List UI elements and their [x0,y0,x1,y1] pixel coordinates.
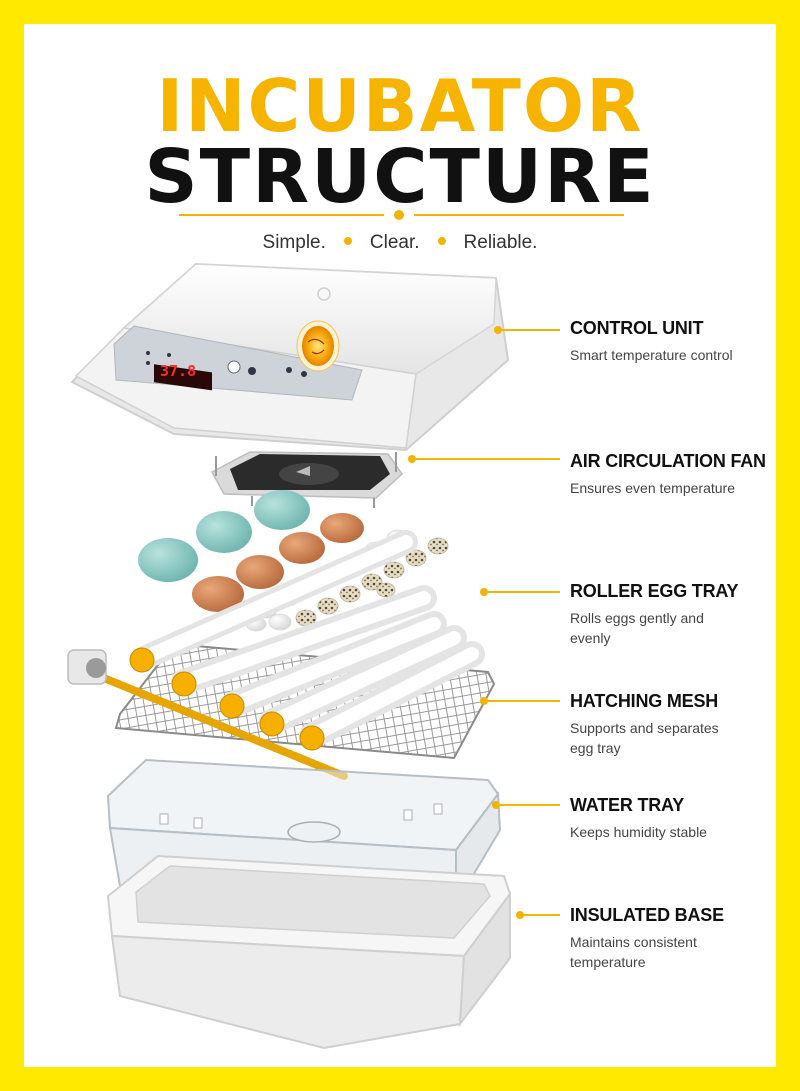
callout-description: Ensures even temperature [570,480,735,496]
display-digits: 37.8 [160,362,196,380]
callout-dot [494,326,502,334]
callout-heading: CONTROL UNIT [570,318,704,338]
callout-dot [408,455,416,463]
callout-heading: ROLLER EGG TRAY [570,581,739,601]
roller-rods [67,530,485,780]
tagline-clear: Clear. [369,232,420,253]
callout-heading: INSULATED BASE [570,905,724,925]
tagline: Simple. Clear. Reliable. [24,232,776,254]
callout-dot [480,697,488,705]
callout-description: Rolls eggs gently and evenly [570,610,704,646]
callout-insulated-base: INSULATED BASE Maintains consistent temp… [570,905,770,972]
callout-description: Maintains consistent temperature [570,934,697,970]
callout-description: Smart temperature control [570,347,733,363]
callout-description: Supports and separates egg tray [570,720,719,756]
callout-roller-egg-tray: ROLLER EGG TRAY Rolls eggs gently and ev… [570,581,770,648]
callout-connector [488,591,560,593]
callout-control-unit: CONTROL UNIT Smart temperature control [570,318,770,365]
control-unit-lid: 37.8 [70,262,510,452]
callout-dot [516,911,524,919]
divider-right [414,214,624,216]
title-incubator: INCUBATOR [156,64,644,148]
callout-dot [492,801,500,809]
air-circulation-fan [210,451,403,508]
callout-heading: HATCHING MESH [570,691,719,711]
divider-dot [394,210,404,220]
tagline-bullet [437,236,446,245]
callout-dot [480,588,488,596]
eggs [138,490,449,632]
callout-connector [488,700,560,702]
callout-connector [502,329,560,331]
exploded-incubator-illustration: 37.8 [67,262,512,1050]
tagline-simple: Simple. [262,232,326,253]
callout-connector [500,804,560,806]
callout-heading: WATER TRAY [570,795,685,815]
callout-description: Keeps humidity stable [570,824,707,840]
tagline-bullet [343,236,352,245]
callout-connector [416,458,560,460]
drive-worm-shaft [90,670,348,780]
callout-hatching-mesh: HATCHING MESH Supports and separates egg… [570,691,770,758]
title-structure: STRUCTURE [144,134,656,220]
callout-connector [524,914,560,916]
divider-left [179,214,384,216]
lcd-display [154,364,212,391]
callout-heading: AIR CIRCULATION FAN [570,451,766,471]
insulated-base [106,854,512,1050]
callout-water-tray: WATER TRAY Keeps humidity stable [570,795,770,842]
callout-air-circulation-fan: AIR CIRCULATION FAN Ensures even tempera… [570,451,770,498]
tagline-reliable: Reliable. [463,232,538,253]
